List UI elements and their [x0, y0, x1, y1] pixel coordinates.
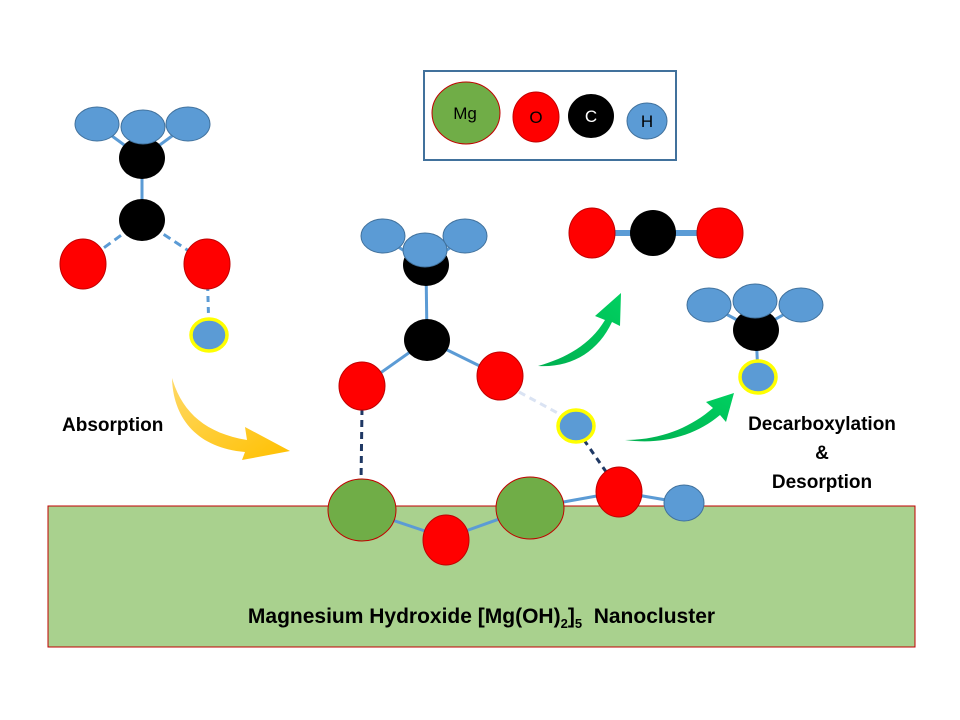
legend-hydrogen-label: H	[641, 112, 653, 131]
oxygen-atom	[476, 351, 524, 401]
substrate-label: Magnesium Hydroxide [Mg(OH)2]5 Nanoclust…	[48, 605, 915, 631]
highlighted-hydrogen-atom	[189, 317, 229, 353]
co2-release-arrow	[538, 293, 621, 367]
highlighted-hydrogen-atom	[738, 359, 778, 395]
carbon-atom	[119, 199, 165, 241]
hydrogen-atom	[732, 283, 778, 319]
substrate-subscript1: 2	[560, 616, 568, 632]
decarboxylation-desorption-label: Decarboxylation & Desorption	[737, 410, 907, 497]
hydrogen-atom	[663, 484, 705, 522]
adsorbed-acetate-molecule	[338, 218, 611, 484]
absorption-label: Absorption	[62, 415, 164, 436]
legend-magnesium-swatch	[431, 81, 501, 145]
hydrogen-atom	[402, 232, 448, 268]
legend-oxygen-swatch	[512, 91, 560, 143]
dashed-bond-to-mg	[359, 407, 364, 484]
hydrogen-atom	[442, 218, 488, 254]
carbon-atom	[119, 137, 165, 179]
carbon-atom	[733, 309, 779, 351]
hydrogen-atom	[165, 106, 211, 142]
legend-oxygen-label: O	[529, 108, 542, 127]
carbon-dioxide-molecule	[568, 207, 744, 259]
substrate-name-part3: Nanocluster	[582, 605, 716, 628]
carbon-atom	[630, 210, 676, 256]
oxygen-atom	[568, 207, 616, 259]
oxygen-atom	[595, 466, 643, 518]
hydrogen-atom	[360, 218, 406, 254]
methane-release-arrow	[625, 393, 734, 442]
legend-carbon-label: C	[585, 107, 597, 126]
dashed-hydrogen-bond	[518, 390, 564, 418]
hydrogen-atom	[778, 287, 824, 323]
hydrogen-atom	[74, 106, 120, 142]
hydrogen-atom	[686, 287, 732, 323]
desorption-text: Desorption	[771, 472, 873, 493]
legend-magnesium-label: Mg	[453, 104, 477, 123]
acetic-acid-molecule	[59, 106, 231, 353]
legend-hydrogen-swatch	[626, 102, 668, 140]
oxygen-atom	[59, 238, 107, 290]
oxygen-atom	[183, 238, 231, 290]
absorption-arrow	[172, 378, 290, 460]
decarboxylation-text: Decarboxylation	[748, 414, 896, 435]
methane-molecule	[686, 283, 824, 395]
substrate-slab	[47, 505, 916, 648]
magnesium-atom	[327, 478, 397, 542]
substrate-name-part2: ]	[567, 605, 575, 628]
legend-carbon-swatch	[568, 94, 614, 138]
oxygen-atom	[338, 361, 386, 411]
substrate-subscript2: 5	[574, 616, 583, 632]
surface-cluster	[327, 466, 705, 566]
carbon-atom	[404, 319, 450, 361]
oxygen-atom	[422, 514, 470, 566]
hydrogen-atom	[120, 109, 166, 145]
ampersand-text: &	[815, 443, 829, 464]
oxygen-atom	[696, 207, 744, 259]
magnesium-atom	[495, 476, 565, 540]
dashed-bond-to-oxygen	[582, 439, 611, 477]
substrate-name-part1: Magnesium Hydroxide [Mg(OH)	[247, 605, 561, 628]
highlighted-hydrogen-atom	[556, 408, 596, 444]
